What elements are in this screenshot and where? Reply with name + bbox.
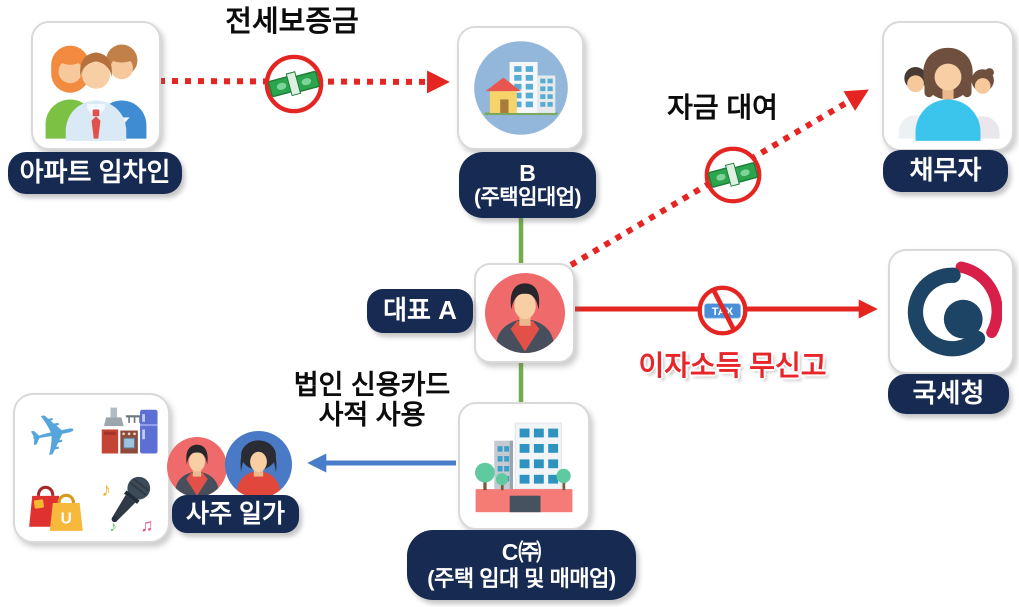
kitchen-appliances-icon	[93, 401, 163, 476]
company-b-label-pill: B (주택임대업)	[459, 152, 596, 218]
microphone-icon: ♪ ♫ ♪	[95, 469, 161, 540]
owner-family-label: 사주 일가	[186, 499, 285, 528]
korea-government-emblem-icon	[907, 261, 1002, 356]
company-c-building-icon	[475, 422, 573, 513]
tenants-group-icon	[45, 44, 147, 141]
owner-family-man-avatar	[167, 437, 227, 502]
jeonse-deposit-text: 전세보증금	[225, 6, 359, 38]
money-icon-jeonse	[263, 53, 325, 120]
music-note-pink: ♫	[140, 515, 153, 535]
owner-family-woman-avatar	[225, 431, 292, 503]
debtor-label: 채무자	[909, 155, 982, 186]
company-b-card	[457, 26, 584, 150]
shopping-bag-letter: U	[61, 511, 72, 528]
ceo-label-pill: 대표 A	[367, 289, 473, 333]
shopping-bags-icon: U	[25, 469, 91, 540]
nts-label-pill: 국세청	[888, 374, 1009, 414]
money-icon-lending	[703, 145, 763, 210]
debtor-card	[882, 21, 1014, 151]
company-b-desc: (주택임대업)	[473, 186, 582, 210]
ceo-person-icon	[484, 273, 565, 353]
unreported-interest-text: 이자소득 무신고	[638, 350, 827, 381]
debtor-label-pill: 채무자	[883, 150, 1008, 192]
corporate-card-text: 법인 신용카드 사적 사용	[274, 370, 470, 430]
fund-lending-text: 자금 대여	[667, 92, 778, 123]
no-tax-icon: TAX	[695, 283, 750, 343]
company-c-desc: (주택 임대 및 매매업)	[427, 565, 616, 591]
ceo-label: 대표 A	[383, 295, 457, 326]
company-b-name: B	[519, 159, 536, 186]
company-c-label-pill: C㈜ (주택 임대 및 매매업)	[407, 530, 636, 600]
company-b-building-icon	[473, 41, 568, 135]
corporate-card-text-line2: 사적 사용	[318, 400, 426, 431]
luxury-goods-card: ✈	[13, 393, 170, 543]
music-note-green: ♪	[109, 519, 116, 535]
tenants-label-pill: 아파트 임차인	[8, 152, 182, 194]
tenants-card	[31, 21, 161, 150]
owner-family-label-pill: 사주 일가	[172, 495, 299, 533]
tenants-label: 아파트 임차인	[19, 157, 171, 188]
nts-label: 국세청	[912, 378, 985, 409]
airplane-icon: ✈	[22, 398, 84, 473]
arrow-jeonse-deposit	[158, 70, 450, 94]
corporate-card-text-line1: 법인 신용카드	[293, 370, 451, 400]
music-note-yellow: ♪	[101, 479, 111, 501]
company-c-card	[458, 402, 590, 530]
debtor-group-icon	[898, 47, 1000, 141]
nts-card	[888, 249, 1014, 374]
ceo-card	[474, 263, 575, 363]
company-c-name: C㈜	[501, 539, 542, 566]
